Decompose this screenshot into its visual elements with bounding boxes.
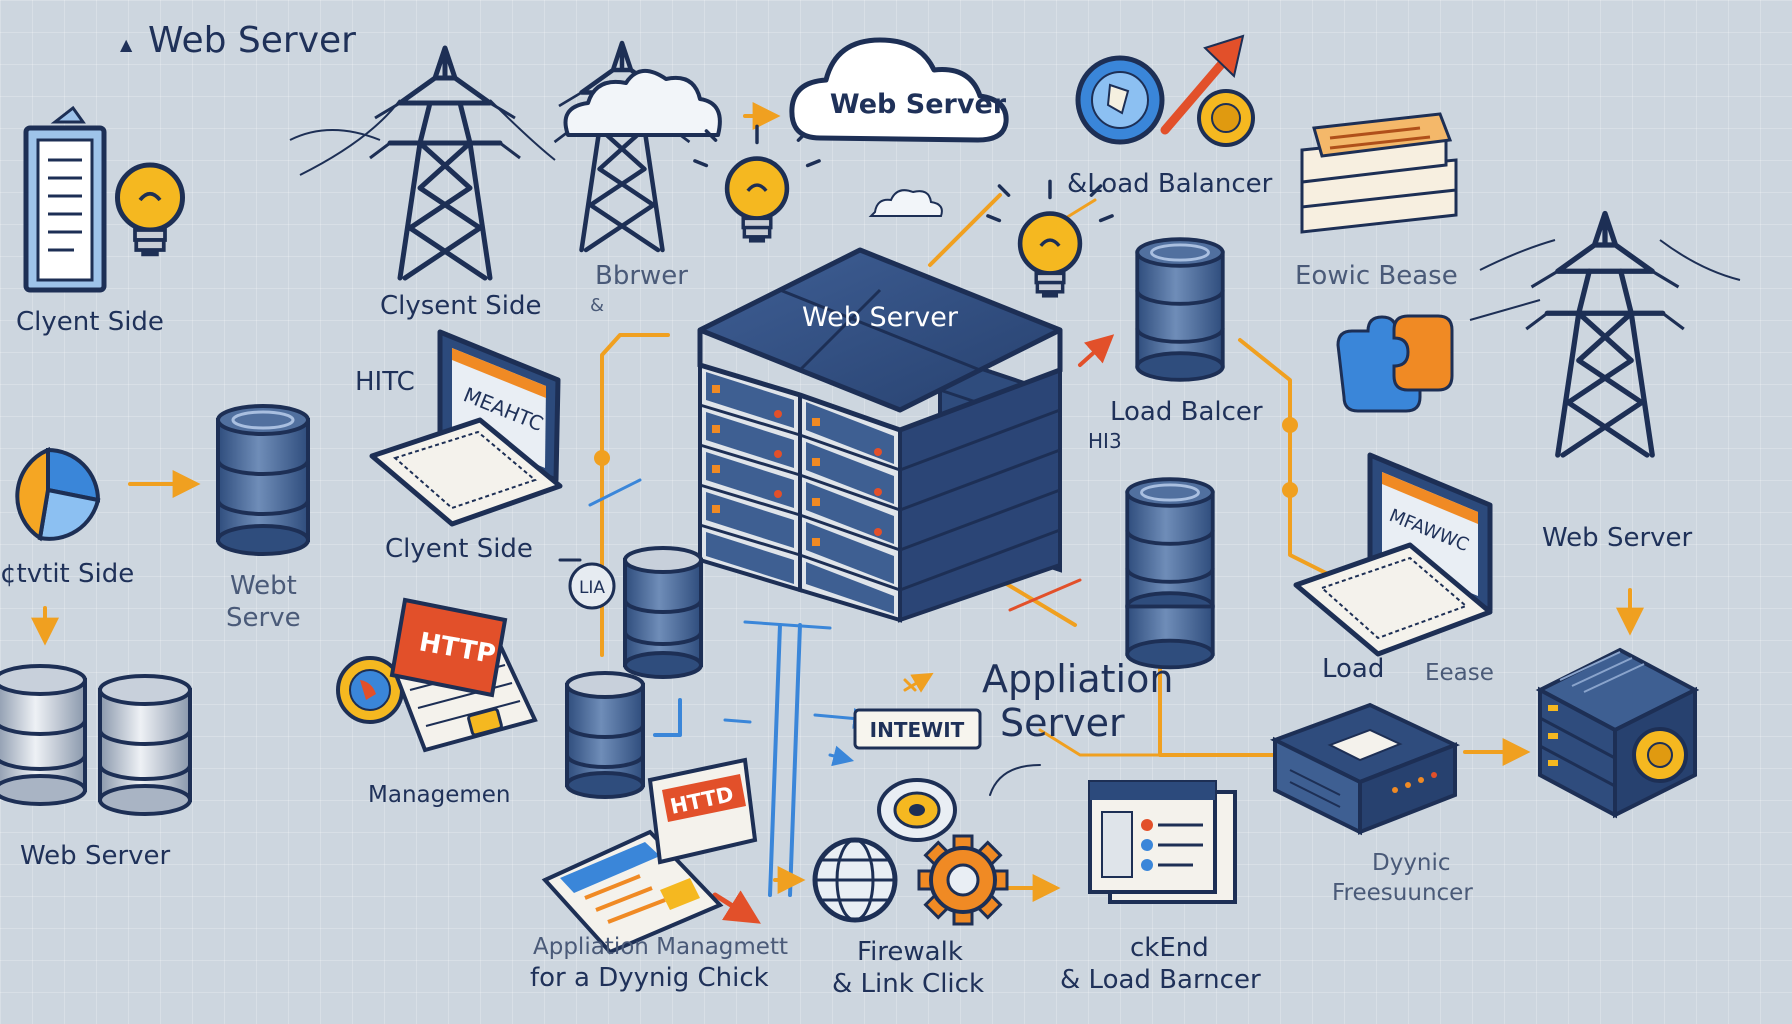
database-icon (216, 404, 310, 556)
label-web-server: Web Server (20, 841, 171, 871)
power-tower-icon (1526, 214, 1684, 456)
arrow (712, 890, 761, 924)
browser-cards (541, 829, 724, 955)
label-web-serve: Webt (230, 571, 297, 601)
connector-line (600, 333, 670, 657)
document-icon (23, 105, 107, 293)
gear-icon (917, 834, 1009, 926)
connector-line (588, 478, 642, 507)
label-client-side: Clyent Side (16, 307, 164, 337)
intewit-tag-label: INTEWIT (870, 718, 965, 742)
cloud-label: Web Server (830, 89, 1007, 120)
label-hi3: HI3 (1088, 429, 1122, 453)
connector-node (1282, 482, 1298, 498)
label-client-side: Clysent Side (380, 291, 542, 321)
label-web-server: Web Server (1542, 523, 1693, 553)
lightbulb-icon (693, 124, 821, 242)
web-server-cloud: Web Server (789, 37, 1009, 143)
arrow (1078, 334, 1115, 367)
label-eowic-bease: Eowic Bease (1295, 261, 1458, 291)
lia-badge-label: LIA (579, 578, 605, 598)
label-side: ¢tvtit Side (0, 559, 135, 589)
label-dynamic: Freesuuncer (1332, 880, 1473, 906)
connector-line (1008, 578, 1082, 612)
pie-chart-icon (15, 446, 101, 542)
database-icon (565, 671, 645, 799)
lia-badge: LIA (568, 562, 616, 610)
label-app-management: Appliation Managmett (533, 934, 788, 960)
router-icon (1269, 702, 1461, 836)
connector-line (1038, 728, 1162, 757)
connector-line (653, 698, 682, 737)
disc-icon (877, 778, 957, 842)
connector-node (594, 450, 610, 466)
connector-line (1238, 338, 1332, 577)
label-app-management: for a Dyynig Chick (530, 963, 769, 993)
database-icon (1125, 477, 1215, 670)
power-line (1469, 239, 1741, 321)
label-web-serve: Serve (226, 603, 301, 633)
power-line (289, 99, 556, 176)
label-firewalk: & Link Click (832, 969, 985, 999)
browser-window-icon (1088, 780, 1237, 904)
power-tower-icon (370, 48, 520, 278)
connector-line (743, 620, 832, 630)
connector-node (1282, 417, 1298, 433)
server-rack-icon (1535, 647, 1700, 819)
globe-icon (1075, 55, 1165, 145)
cloud-icon (563, 69, 722, 137)
title-bullet: ▲ (120, 35, 133, 54)
connector-line (998, 578, 1077, 627)
label-managemen: Managemen (368, 782, 511, 808)
diagram-title: Web Server (148, 20, 356, 61)
label-dynamic: Dyynic (1372, 850, 1451, 876)
label-load-barncer: & Load Barncer (1060, 965, 1261, 995)
server-rack-icon: Web Server (697, 247, 1063, 623)
connector-line (768, 623, 782, 897)
coin-icon (1197, 89, 1255, 147)
connector-line (989, 764, 1041, 796)
label-application-server: Appliation (982, 657, 1174, 701)
laptop-icon: MEAHTC (369, 329, 563, 527)
database-icon (98, 674, 192, 816)
puzzle-icon (1336, 314, 1454, 413)
label-browser-amp: & (590, 295, 605, 316)
database-icon (0, 664, 87, 806)
database-icon (623, 546, 703, 679)
connector-line (828, 745, 855, 767)
label-hitc: HITC (355, 367, 415, 397)
label-ckend: ckEnd (1130, 933, 1209, 963)
label-client-side: Clyent Side (385, 534, 533, 564)
lightbulb-icon (118, 165, 183, 256)
arrow-up-right-icon (1160, 34, 1245, 135)
label-eease: Eease (1425, 660, 1494, 686)
label-load: Load (1322, 654, 1385, 684)
connector-line (928, 193, 1002, 267)
label-load-balcer: Load Balcer (1110, 397, 1263, 427)
database-icon (1135, 237, 1225, 382)
intewit-tag: INTEWIT (853, 708, 982, 750)
connectors (31, 102, 1644, 924)
label-load-balancer: &Load Balancer (1067, 169, 1273, 199)
arrow (903, 672, 934, 693)
stacked-papers-icon (1300, 112, 1458, 234)
power-tower-icon (555, 43, 690, 250)
connector-line (788, 623, 802, 897)
label-browser: Bbrwer (595, 261, 688, 291)
globe-icon (812, 837, 898, 923)
http-tag: HTTP (389, 597, 508, 698)
cloud-icon (868, 189, 943, 217)
label-firewalk: Firewalk (857, 937, 963, 967)
globe-icon (336, 656, 404, 724)
laptop-icon: MFAWWC (1293, 452, 1493, 657)
http-tag: HTTD (647, 757, 758, 865)
connector-line (723, 718, 752, 724)
server-top-label: Web Server (802, 302, 959, 333)
label-application-server: Server (1000, 701, 1125, 745)
